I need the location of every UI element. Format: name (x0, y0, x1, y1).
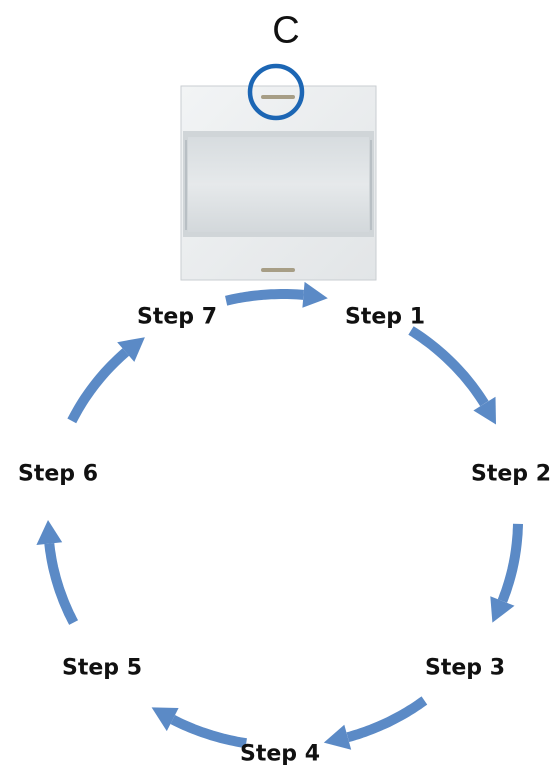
arrow-step3-to-step4 (323, 696, 428, 750)
arrow-shaft (44, 543, 79, 625)
arrow-head (323, 724, 352, 750)
led-callout-circle (247, 63, 305, 121)
arrow-head (117, 337, 145, 362)
arrow-head (473, 396, 496, 425)
arrow-shaft (67, 348, 130, 424)
status-led-bottom (261, 268, 295, 272)
step-label-2: Step 2 (471, 461, 551, 487)
arrow-shaft (170, 715, 247, 749)
arrow-head (302, 281, 328, 308)
status-led-top (261, 95, 295, 99)
arrow-shaft (225, 289, 304, 306)
arrow-step4-to-step5 (151, 707, 247, 749)
arrow-step2-to-step3 (490, 523, 523, 623)
step-label-6: Step 6 (18, 461, 98, 487)
switch-device (180, 63, 377, 281)
arrow-head (36, 520, 63, 545)
arrow-step1-to-step2 (408, 326, 496, 425)
step-label-1: Step 1 (345, 304, 425, 330)
arrow-step5-to-step6 (36, 520, 79, 625)
arrow-head (151, 707, 179, 732)
arrow-shaft (497, 523, 523, 603)
step-label-4: Step 4 (240, 741, 320, 767)
arrow-shaft (346, 696, 428, 743)
arrow-step6-to-step7 (67, 337, 145, 424)
step-label-7: Step 7 (137, 304, 217, 330)
step-label-5: Step 5 (62, 655, 142, 681)
arrow-head (490, 596, 515, 623)
arrow-step7-to-step1 (225, 281, 328, 308)
cycle-arrows (36, 281, 523, 750)
step-label-3: Step 3 (425, 655, 505, 681)
callout-letter: C (272, 9, 300, 52)
switch-rocker (188, 137, 369, 232)
arrow-shaft (408, 326, 489, 407)
